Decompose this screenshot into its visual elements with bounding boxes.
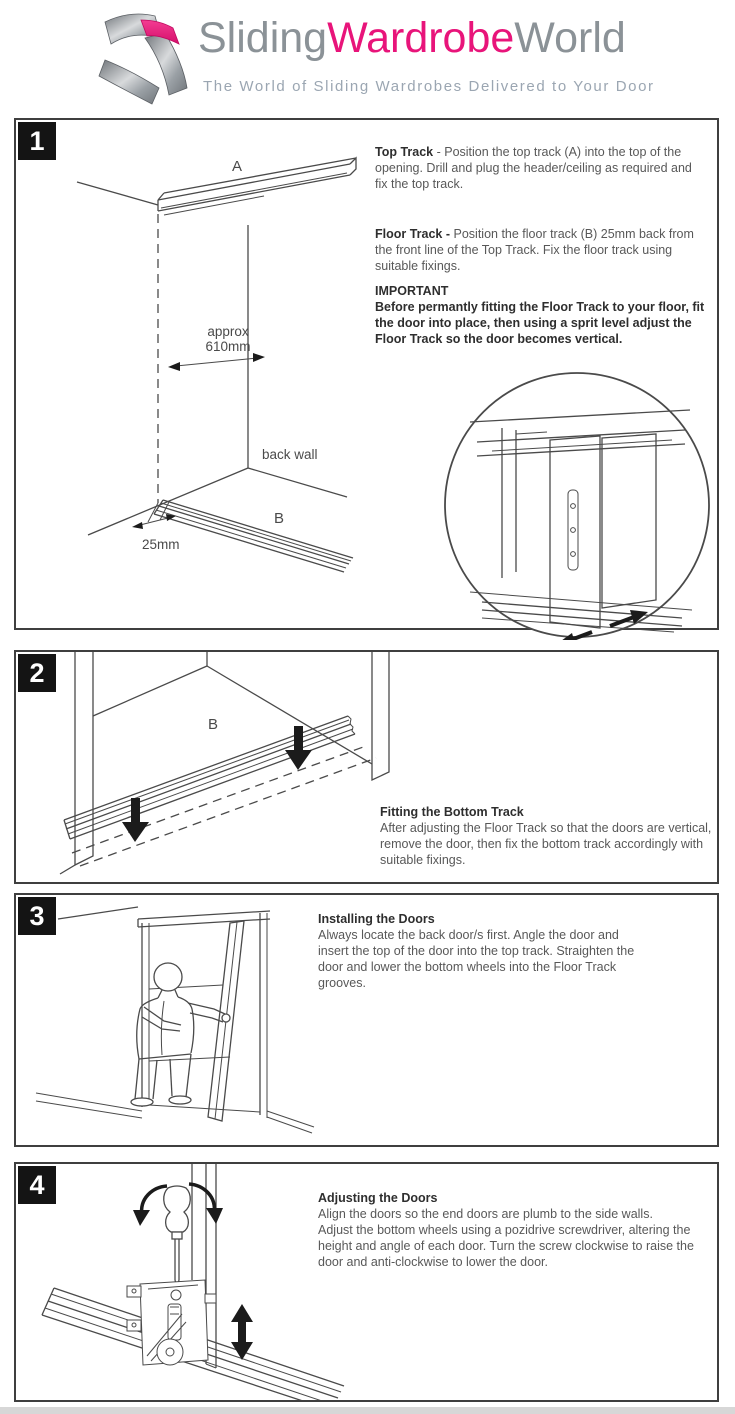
logo-wordmark: SlidingWardrobeWorld [198, 14, 626, 63]
label-25mm: 25mm [142, 537, 180, 552]
step-3-text: Installing the Doors Always locate the b… [318, 911, 650, 991]
label-track-b: B [274, 510, 285, 527]
step-2-text: Fitting the Bottom Track After adjusting… [380, 804, 720, 868]
floor-track-paragraph: Floor Track - Position the floor track (… [375, 227, 694, 273]
step-1-diagram-track-positions [76, 156, 357, 573]
step-1-inset-door-detail [444, 372, 710, 640]
step-4-diagram-wheel-adjustment [41, 1164, 345, 1400]
step-3-title: Installing the Doors [318, 912, 435, 926]
step-3-body: Always locate the back door/s first. Ang… [318, 928, 635, 990]
step-4-badge: 4 [18, 1166, 56, 1204]
step-3-panel: 3 [14, 893, 719, 1147]
label-track-b: B [208, 716, 219, 733]
step-4-text: Adjusting the Doors Align the doors so t… [318, 1190, 720, 1270]
top-track-paragraph: Top Track - Position the top track (A) i… [375, 145, 692, 191]
step-1-badge: 1 [18, 122, 56, 160]
logo-part-sliding: Sliding [198, 14, 328, 62]
step-1-panel: 1 [14, 118, 719, 640]
step-1-text: Top Track - Position the top track (A) i… [375, 144, 707, 347]
label-back-wall: back wall [262, 447, 318, 462]
step-2-panel: 2 B [14, 650, 719, 884]
page-bottom-strip [0, 1407, 735, 1414]
step-3-diagram-installing-door [35, 906, 315, 1134]
step-2-diagram-bottom-track [59, 652, 390, 875]
label-approx-610mm: approx 610mm [205, 324, 251, 354]
step-3-badge: 3 [18, 897, 56, 935]
step-4-title: Adjusting the Doors [318, 1191, 438, 1205]
step-4-body-line2: Adjust the bottom wheels using a pozidri… [318, 1223, 694, 1269]
important-paragraph: IMPORTANT Before permantly fitting the F… [375, 284, 705, 346]
step-2-title: Fitting the Bottom Track [380, 805, 524, 819]
tagline: The World of Sliding Wardrobes Delivered… [203, 78, 655, 95]
step-2-body: After adjusting the Floor Track so that … [380, 821, 712, 867]
logo-part-wardrobe: Wardrobe [327, 14, 515, 62]
logo-part-world: World [514, 14, 626, 62]
step-2-badge: 2 [18, 654, 56, 692]
step-4-body-line1: Align the doors so the end doors are plu… [318, 1207, 653, 1221]
crossed-sliding-panels-logo-icon [98, 13, 188, 105]
label-track-a: A [232, 158, 243, 175]
step-4-panel: 4 [14, 1162, 719, 1402]
